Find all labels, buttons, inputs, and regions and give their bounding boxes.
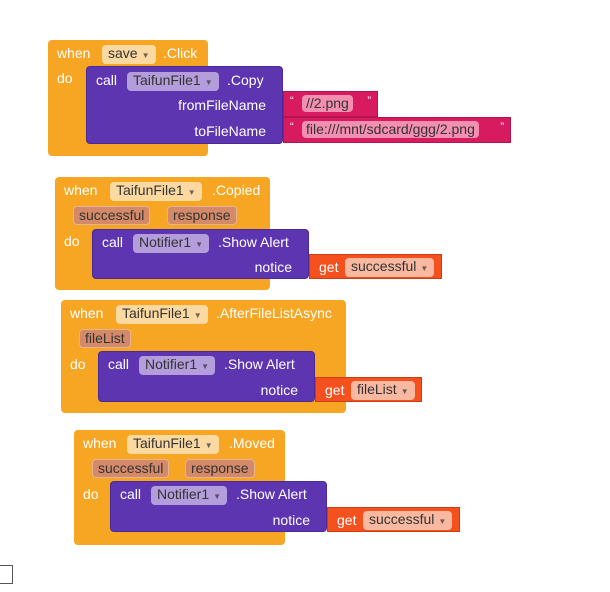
event-label: .Click <box>163 45 198 61</box>
param-chip[interactable]: successful <box>73 206 151 225</box>
dropdown-arrow-icon: ▼ <box>400 387 409 396</box>
get-variable-block[interactable]: get successful▼ <box>309 254 442 279</box>
method-label: .Show Alert <box>224 356 295 372</box>
dropdown-arrow-icon: ▼ <box>193 311 202 320</box>
arg-label: notice <box>272 512 310 528</box>
variable-name: successful <box>369 511 435 527</box>
get-variable-block[interactable]: get successful▼ <box>327 507 460 532</box>
param-chip[interactable]: response <box>167 206 237 225</box>
component-name: save <box>108 45 138 61</box>
quote-close: ” <box>500 121 504 133</box>
call-show-alert-block[interactable]: call Notifier1▼ .Show Alert notice <box>110 481 327 532</box>
param-chip[interactable]: fileList <box>79 329 131 348</box>
method-label: .Copy <box>227 72 264 88</box>
when-label: when <box>64 182 98 198</box>
dropdown-arrow-icon: ▼ <box>438 517 447 526</box>
arg-label: notice <box>260 382 298 398</box>
variable-dropdown[interactable]: successful▼ <box>363 511 453 530</box>
target-name: TaifunFile1 <box>133 72 201 88</box>
call-label: call <box>102 234 124 250</box>
component-dropdown[interactable]: TaifunFile1▼ <box>110 182 202 201</box>
component-dropdown[interactable]: TaifunFile1▼ <box>116 305 208 324</box>
component-name: TaifunFile1 <box>133 435 201 451</box>
dropdown-arrow-icon: ▼ <box>187 188 196 197</box>
checkbox[interactable] <box>0 565 13 584</box>
dropdown-arrow-icon: ▼ <box>204 78 213 87</box>
variable-dropdown[interactable]: successful▼ <box>345 258 435 277</box>
dropdown-arrow-icon: ▼ <box>195 240 204 249</box>
event-label: .Moved <box>229 435 275 451</box>
text-block[interactable]: “ //2.png ” <box>283 91 378 117</box>
call-copy-block[interactable]: call TaifunFile1▼ .Copy fromFileName toF… <box>86 66 283 144</box>
call-label: call <box>120 486 142 502</box>
arg-label: fromFileName <box>178 97 266 113</box>
component-name: TaifunFile1 <box>122 305 190 321</box>
component-name: TaifunFile1 <box>116 182 184 198</box>
call-label: call <box>96 72 118 88</box>
event-label: .Copied <box>212 182 261 198</box>
variable-name: fileList <box>357 381 397 397</box>
target-name: Notifier1 <box>139 234 192 250</box>
arg-label: notice <box>254 259 292 275</box>
param-chip[interactable]: successful <box>92 459 170 478</box>
dropdown-arrow-icon: ▼ <box>204 441 213 450</box>
component-dropdown[interactable]: save▼ <box>102 45 156 64</box>
method-label: .Show Alert <box>218 234 289 250</box>
dropdown-arrow-icon: ▼ <box>141 51 150 60</box>
variable-name: successful <box>351 258 417 274</box>
do-label: do <box>83 486 99 502</box>
get-label: get <box>319 259 339 275</box>
get-label: get <box>325 382 345 398</box>
do-label: do <box>64 233 80 249</box>
target-dropdown[interactable]: TaifunFile1▼ <box>127 72 219 91</box>
quote-close: ” <box>367 95 371 107</box>
event-label: .AfterFileListAsync <box>216 305 332 321</box>
do-label: do <box>70 356 86 372</box>
do-label: do <box>57 70 73 86</box>
text-block[interactable]: “ file:///mnt/sdcard/ggg/2.png ” <box>283 117 511 143</box>
quote-open: “ <box>290 121 294 133</box>
when-label: when <box>70 305 104 321</box>
target-name: Notifier1 <box>145 356 198 372</box>
target-dropdown[interactable]: Notifier1▼ <box>133 234 210 253</box>
quote-open: “ <box>290 95 294 107</box>
when-label: when <box>83 435 117 451</box>
method-label: .Show Alert <box>236 486 307 502</box>
call-show-alert-block[interactable]: call Notifier1▼ .Show Alert notice <box>98 351 315 402</box>
when-label: when <box>57 45 91 61</box>
call-label: call <box>108 356 130 372</box>
dropdown-arrow-icon: ▼ <box>201 362 210 371</box>
component-dropdown[interactable]: TaifunFile1▼ <box>127 435 219 454</box>
target-dropdown[interactable]: Notifier1▼ <box>139 356 216 375</box>
target-dropdown[interactable]: Notifier1▼ <box>151 486 228 505</box>
arg-label: toFileName <box>194 123 266 139</box>
dropdown-arrow-icon: ▼ <box>420 264 429 273</box>
dropdown-arrow-icon: ▼ <box>213 492 222 501</box>
get-variable-block[interactable]: get fileList▼ <box>315 377 422 402</box>
text-value[interactable]: //2.png <box>302 95 353 112</box>
variable-dropdown[interactable]: fileList▼ <box>351 381 415 400</box>
text-value[interactable]: file:///mnt/sdcard/ggg/2.png <box>302 121 479 138</box>
target-name: Notifier1 <box>157 486 210 502</box>
get-label: get <box>337 512 357 528</box>
call-show-alert-block[interactable]: call Notifier1▼ .Show Alert notice <box>92 229 309 279</box>
param-chip[interactable]: response <box>185 459 255 478</box>
